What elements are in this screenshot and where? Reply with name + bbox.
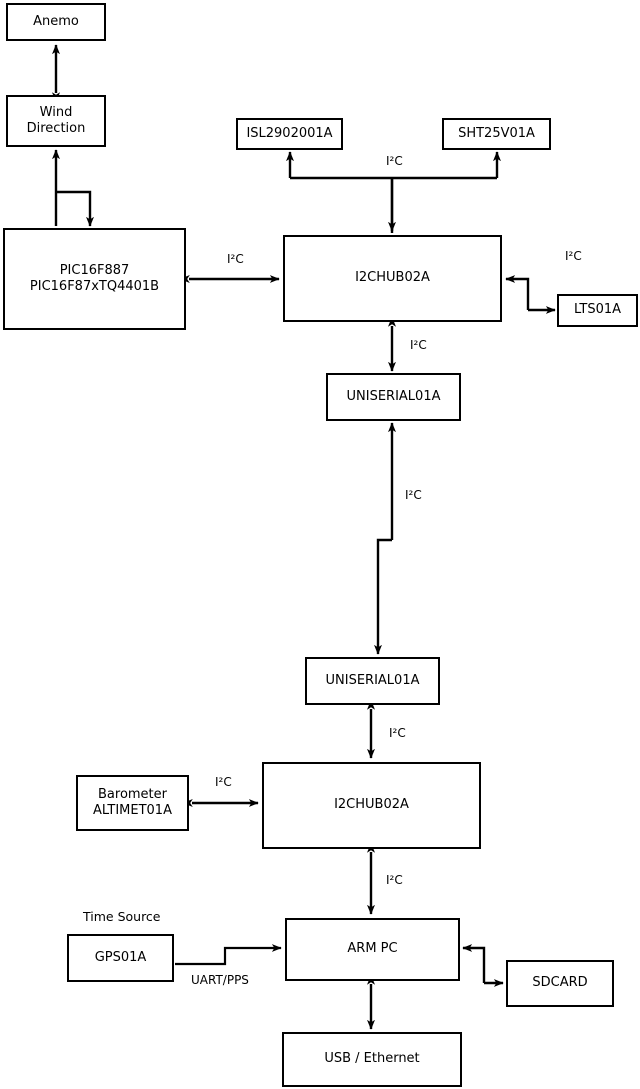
edge-label-uniserial-link: I²C <box>405 488 422 502</box>
node-isl2902001a[interactable]: ISL2902001A <box>236 118 343 150</box>
node-i2chub02a-top-label: I2CHUB02A <box>355 270 430 286</box>
node-wind-direction-label: Wind Direction <box>26 104 86 136</box>
node-pic-microcontroller-label: PIC16F887 PIC16F87xTQ4401B <box>29 262 160 294</box>
edge-armpc-sdcard <box>462 944 504 987</box>
node-isl2902001a-label: ISL2902001A <box>246 125 333 141</box>
node-sht25v01a[interactable]: SHT25V01A <box>442 118 551 150</box>
edge-label-barometer-to-hub2: I²C <box>215 775 232 789</box>
node-anemo[interactable]: Anemo <box>6 3 106 41</box>
edge-i2chub-top-lts <box>505 275 556 314</box>
node-uniserial01a-top-label: UNISERIAL01A <box>346 388 441 404</box>
node-arm-pc[interactable]: ARM PC <box>285 918 460 981</box>
node-lts01a[interactable]: LTS01A <box>557 294 638 327</box>
edge-label-hub-to-uniserial: I²C <box>410 338 427 352</box>
edge-i2chub-top-sensors <box>286 151 501 233</box>
node-barometer-altimet01a[interactable]: Barometer ALTIMET01A <box>76 775 189 831</box>
edge-gps-armpc <box>175 944 282 966</box>
node-barometer-altimet01a-label: Barometer ALTIMET01A <box>93 786 172 818</box>
edge-label-hub2-to-armpc: I²C <box>386 873 403 887</box>
node-gps01a-label: GPS01A <box>94 949 147 965</box>
node-anemo-label: Anemo <box>33 13 79 29</box>
node-usb-ethernet-label: USB / Ethernet <box>324 1051 420 1067</box>
node-lts01a-label: LTS01A <box>573 302 622 318</box>
node-i2chub02a-bottom-label: I2CHUB02A <box>334 797 409 813</box>
node-usb-ethernet[interactable]: USB / Ethernet <box>282 1032 462 1087</box>
node-uniserial01a-bottom-label: UNISERIAL01A <box>325 672 420 688</box>
node-pic-microcontroller[interactable]: PIC16F887 PIC16F87xTQ4401B <box>3 228 186 330</box>
node-sht25v01a-label: SHT25V01A <box>458 125 535 141</box>
edge-label-hub-to-sensors: I²C <box>386 154 403 168</box>
node-uniserial01a-bottom[interactable]: UNISERIAL01A <box>305 657 440 705</box>
node-uniserial01a-top[interactable]: UNISERIAL01A <box>326 373 461 421</box>
node-arm-pc-label: ARM PC <box>347 941 398 957</box>
node-gps01a[interactable]: GPS01A <box>67 934 174 982</box>
node-i2chub02a-top[interactable]: I2CHUB02A <box>283 235 502 322</box>
node-sdcard[interactable]: SDCARD <box>506 960 614 1007</box>
edge-label-hub-to-lts: I²C <box>565 249 582 263</box>
edge-label-pic-to-hub: I²C <box>227 252 244 266</box>
node-i2chub02a-bottom[interactable]: I2CHUB02A <box>262 762 481 849</box>
edge-uniserial-link <box>374 422 396 655</box>
label-time-source: Time Source <box>83 909 161 924</box>
edge-pic-wind-direction <box>52 149 94 227</box>
node-wind-direction[interactable]: Wind Direction <box>6 95 106 147</box>
edge-label-uniserial-to-hub2: I²C <box>389 726 406 740</box>
edge-label-gps-to-armpc: UART/PPS <box>191 973 249 987</box>
node-sdcard-label: SDCARD <box>532 975 588 991</box>
